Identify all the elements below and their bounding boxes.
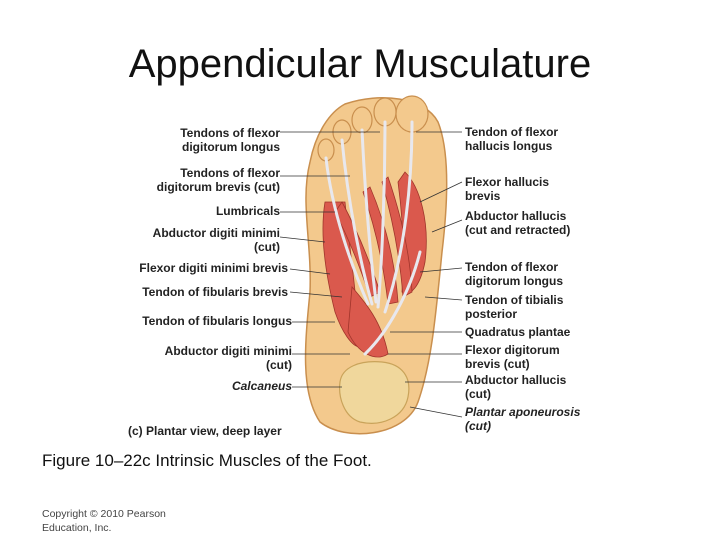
copyright-line-1: Copyright © 2010 Pearson — [42, 508, 166, 520]
label-abductor-hallucis-cut: Abductor hallucis(cut) — [465, 373, 567, 401]
label-quadratus-plantae: Quadratus plantae — [465, 325, 571, 339]
leader-lines — [279, 131, 463, 418]
label-fibularis-longus: Tendon of fibularis longus — [142, 314, 292, 328]
foot-illustration — [279, 95, 463, 435]
copyright-line-2: Education, Inc. — [42, 522, 112, 534]
copyright-notice: Copyright © 2010 Pearson Education, Inc. — [42, 507, 192, 535]
label-fibularis-brevis: Tendon of fibularis brevis — [142, 285, 288, 299]
label-abductor-hallucis-retracted: Abductor hallucis(cut and retracted) — [465, 209, 571, 237]
figure-caption: Figure 10–22c Intrinsic Muscles of the F… — [42, 451, 372, 470]
figure-view-label: (c) Plantar view, deep layer — [128, 424, 282, 438]
label-lumbricals: Lumbricals — [215, 204, 280, 218]
tendons — [324, 120, 422, 356]
label-calcaneus: Calcaneus — [231, 379, 292, 393]
label-abductor-digiti-minimi-2: Abductor digiti minimi(cut) — [164, 344, 292, 372]
label-abductor-digiti-minimi-1: Abductor digiti minimi(cut) — [152, 226, 280, 254]
calcaneus-bone — [339, 361, 410, 424]
label-plantar-aponeurosis: Plantar aponeurosis(cut) — [465, 405, 581, 433]
slide-title: Appendicular Musculature — [128, 42, 592, 86]
label-flexor-digiti-minimi-brevis: Flexor digiti minimi brevis — [139, 261, 288, 275]
